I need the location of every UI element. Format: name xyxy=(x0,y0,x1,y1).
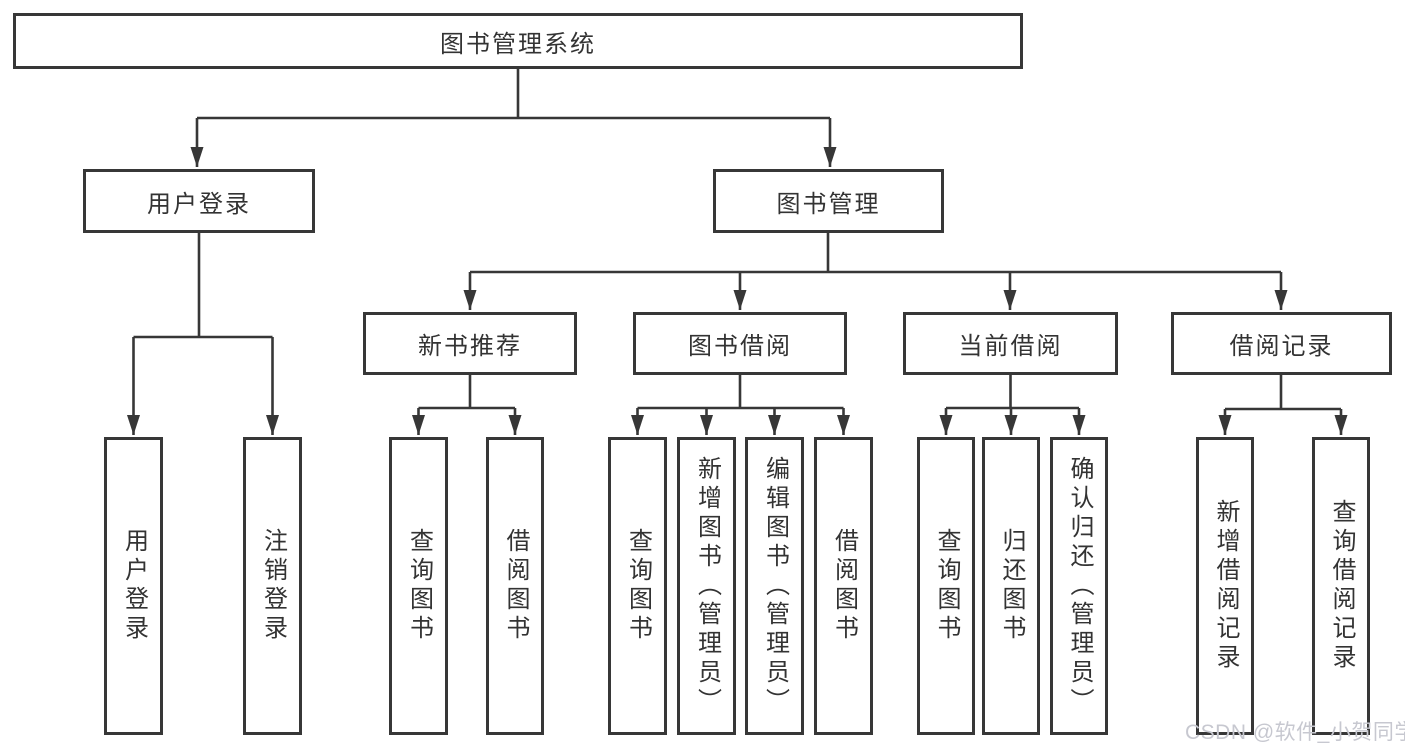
node-book-borrowing: 图书借阅 xyxy=(633,312,847,375)
node-label: 图书借阅 xyxy=(688,333,792,360)
connector-new-book-children xyxy=(412,375,522,435)
node-label: 查询图书 xyxy=(405,528,433,644)
connector-book-mgmt-to-level3 xyxy=(463,233,1288,310)
node-label: 编辑图书（管理员） xyxy=(761,455,789,717)
connector-borrow-records-children xyxy=(1218,375,1348,435)
node-label: 确认归还（管理员） xyxy=(1066,455,1093,717)
leaf-confirm-return-admin: 确认归还（管理员） xyxy=(1050,437,1108,735)
node-borrowing-records: 借阅记录 xyxy=(1171,312,1392,375)
leaf-query-borrow-record: 查询借阅记录 xyxy=(1312,437,1370,735)
node-current-borrowing: 当前借阅 xyxy=(903,312,1118,375)
connector-root-to-level2 xyxy=(190,69,837,167)
node-label: 借阅记录 xyxy=(1229,333,1334,360)
leaf-borrow-books-2: 借阅图书 xyxy=(814,437,873,735)
node-label: 新书推荐 xyxy=(418,333,522,360)
node-new-book-recommend: 新书推荐 xyxy=(363,312,577,375)
leaf-borrow-books-1: 借阅图书 xyxy=(486,437,544,735)
node-label: 用户登录 xyxy=(147,190,251,218)
node-label: 当前借阅 xyxy=(958,333,1063,360)
node-label: 图书管理 xyxy=(776,190,881,218)
node-library-system: 图书管理系统 xyxy=(13,13,1023,69)
csdn-watermark: CSDN @软件_小贺同学 xyxy=(1185,721,1405,744)
node-label: 查询图书 xyxy=(624,528,652,644)
connector-current-borrow-children xyxy=(939,375,1086,435)
node-label: 借阅图书 xyxy=(502,528,529,644)
node-label: 注销登录 xyxy=(259,528,287,644)
node-label: 用户登录 xyxy=(120,528,148,644)
connector-user-login-children xyxy=(127,233,279,435)
node-label: 查询图书 xyxy=(933,528,960,644)
leaf-user-login: 用户登录 xyxy=(104,437,163,735)
leaf-query-books-1: 查询图书 xyxy=(389,437,448,735)
leaf-return-books: 归还图书 xyxy=(982,437,1040,735)
node-label: 借阅图书 xyxy=(830,528,858,644)
node-label: 新增图书（管理员） xyxy=(693,455,721,717)
node-label: 新增借阅记录 xyxy=(1212,499,1239,673)
leaf-add-books-admin: 新增图书（管理员） xyxy=(677,437,736,735)
leaf-add-borrow-record: 新增借阅记录 xyxy=(1196,437,1254,735)
leaf-query-books-3: 查询图书 xyxy=(917,437,975,735)
leaf-logout: 注销登录 xyxy=(243,437,302,735)
node-user-login: 用户登录 xyxy=(83,169,315,233)
node-label: 归还图书 xyxy=(998,528,1025,644)
leaf-query-books-2: 查询图书 xyxy=(608,437,667,735)
leaf-edit-books-admin: 编辑图书（管理员） xyxy=(745,437,804,735)
node-label: 查询借阅记录 xyxy=(1328,499,1355,673)
connector-book-borrow-children xyxy=(631,375,850,435)
node-book-management: 图书管理 xyxy=(713,169,944,233)
node-label: 图书管理系统 xyxy=(440,30,596,58)
